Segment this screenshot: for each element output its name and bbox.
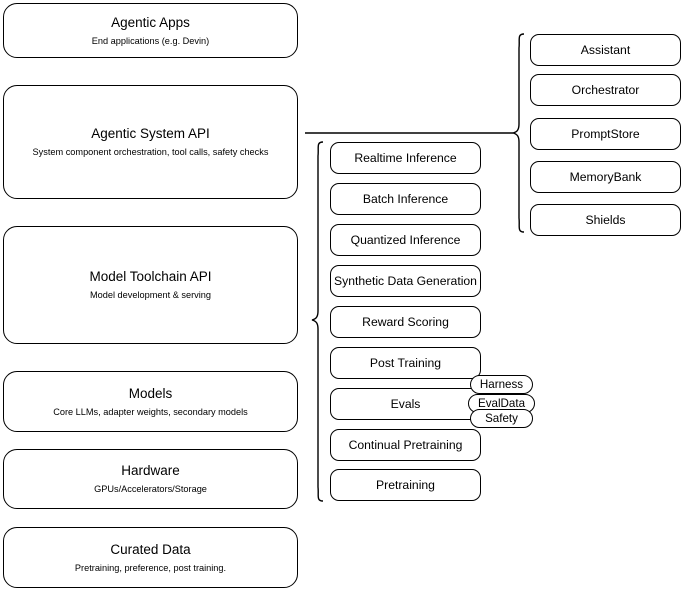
layer-title: Agentic Apps [111,14,190,30]
toolchain-chip-label: Quantized Inference [350,233,461,247]
system-chip-label: Assistant [580,43,631,57]
toolchain-chip-pretraining[interactable]: Pretraining [330,469,481,501]
evals-pill-safety[interactable]: Safety [470,409,533,428]
layer-box-agentic-system-api[interactable]: Agentic System API System component orch… [3,85,298,199]
toolchain-chip-synthetic-data-generation[interactable]: Synthetic Data Generation [330,265,481,297]
layer-box-curated-data[interactable]: Curated Data Pretraining, preference, po… [3,527,298,588]
brace-system-components [512,33,525,233]
system-chip-assistant[interactable]: Assistant [530,34,681,66]
toolchain-chip-label: Reward Scoring [362,315,449,329]
layer-title: Hardware [121,463,180,478]
layer-box-model-toolchain-api[interactable]: Model Toolchain API Model development & … [3,226,298,344]
system-chip-orchestrator[interactable]: Orchestrator [530,74,681,106]
system-chip-shields[interactable]: Shields [530,204,681,236]
layer-box-agentic-apps[interactable]: Agentic Apps End applications (e.g. Devi… [3,3,298,58]
system-chip-label: Shields [585,213,626,227]
layer-subtitle: Model development & serving [89,290,212,300]
layer-subtitle: Pretraining, preference, post training. [74,562,227,573]
brace-toolchain-components [311,141,324,502]
toolchain-chip-label: Batch Inference [362,192,449,206]
toolchain-chip-label: Pretraining [376,478,435,492]
layer-box-hardware[interactable]: Hardware GPUs/Accelerators/Storage [3,449,298,509]
evals-pill-label: Safety [485,412,518,425]
layer-subtitle: End applications (e.g. Devin) [91,35,210,46]
layer-subtitle: GPUs/Accelerators/Storage [94,484,207,494]
layer-title: Model Toolchain API [89,269,212,284]
layer-title: Models [128,385,173,401]
layer-subtitle: Core LLMs, adapter weights, secondary mo… [53,406,248,417]
toolchain-chip-label: Post Training [369,356,442,370]
layer-box-models[interactable]: Models Core LLMs, adapter weights, secon… [3,371,298,432]
toolchain-chip-continual-pretraining[interactable]: Continual Pretraining [330,429,481,461]
toolchain-chip-batch-inference[interactable]: Batch Inference [330,183,481,215]
toolchain-chip-label: Synthetic Data Generation [334,274,477,288]
layer-title: Curated Data [110,541,191,557]
evals-pill-label: Harness [479,378,524,391]
layer-subtitle: System component orchestration, tool cal… [32,147,269,157]
toolchain-chip-realtime-inference[interactable]: Realtime Inference [330,142,481,174]
evals-pill-label: EvalData [477,397,526,410]
toolchain-chip-label: Evals [390,397,421,411]
system-chip-label: MemoryBank [569,170,642,184]
layer-title: Agentic System API [91,126,210,141]
toolchain-chip-label: Continual Pretraining [348,438,463,452]
evals-pill-harness[interactable]: Harness [470,375,533,394]
toolchain-chip-evals[interactable]: Evals [330,388,481,420]
system-chip-memorybank[interactable]: MemoryBank [530,161,681,193]
toolchain-chip-label: Realtime Inference [354,151,457,165]
system-chip-label: PromptStore [571,127,640,141]
toolchain-chip-quantized-inference[interactable]: Quantized Inference [330,224,481,256]
toolchain-chip-reward-scoring[interactable]: Reward Scoring [330,306,481,338]
system-chip-label: Orchestrator [571,83,640,97]
system-chip-promptstore[interactable]: PromptStore [530,118,681,150]
toolchain-chip-post-training[interactable]: Post Training [330,347,481,379]
